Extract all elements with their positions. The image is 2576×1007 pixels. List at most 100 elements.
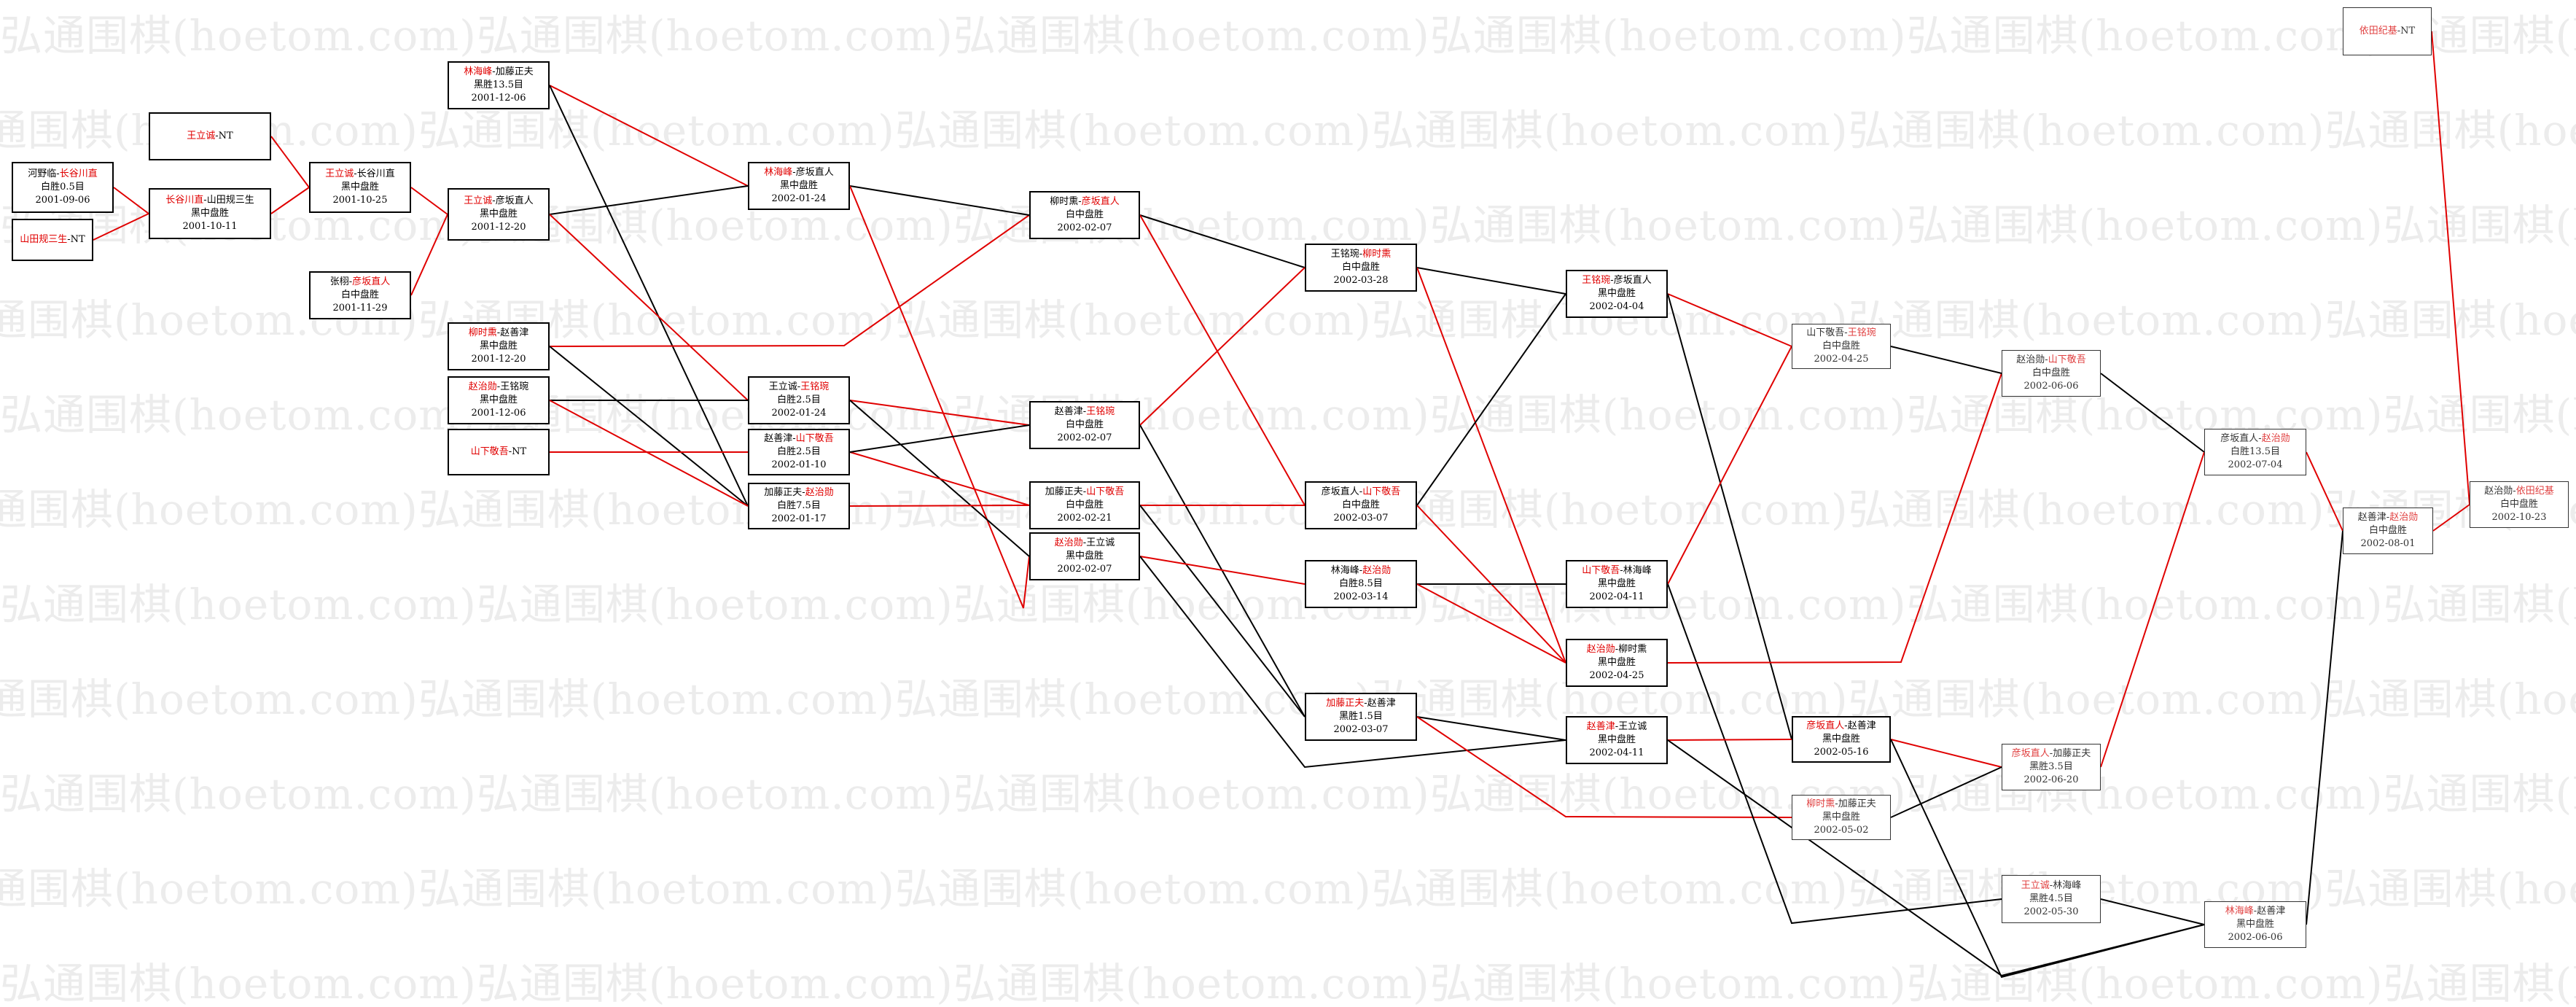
winner-connector-line — [1139, 267, 1305, 426]
match-date: 2002-04-11 — [1590, 591, 1644, 604]
match-text: 2002-04-25 — [1589, 670, 1644, 681]
loser-connector-line — [549, 346, 749, 507]
match-result: 白中盘胜 — [1822, 340, 1860, 353]
match-text: 2002-08-01 — [2360, 538, 2416, 549]
loser-connector-line — [2100, 898, 2205, 925]
winner-connector-line — [2100, 451, 2205, 768]
match-date: 2001-12-06 — [472, 92, 526, 105]
match-text: 赵治勋- — [2016, 354, 2048, 365]
match-text: -加藤正夫 — [1835, 798, 1876, 809]
winner-connector-line — [849, 505, 1030, 507]
match-text: 黑中盘胜 — [479, 341, 518, 351]
winner-connector-line — [849, 451, 1030, 506]
match-result: 黑中盘胜 — [1598, 734, 1636, 747]
match-text: -彦坂直人 — [1610, 275, 1652, 286]
match-node: 柳时熏-赵善津黑中盘胜 2001-12-20 — [448, 322, 550, 370]
winner-connector-line — [1667, 373, 2002, 664]
match-players: 赵善津-山下敬吾 — [764, 432, 833, 446]
match-text: 黑胜13.5目 — [474, 79, 523, 90]
match-date: 2002-01-24 — [772, 407, 827, 420]
loser-connector-line — [2306, 530, 2343, 925]
match-node: 赵治勋-山下敬吾白中盘胜 2002-06-06 — [2002, 350, 2101, 397]
match-result: 白胜8.5目 — [1339, 578, 1383, 591]
match-result: 黑胜4.5目 — [2029, 893, 2073, 906]
match-result: 黑中盘胜 — [1598, 656, 1636, 669]
match-players: 王立诚-彦坂直人 — [464, 195, 533, 208]
match-result: 黑胜1.5目 — [1339, 710, 1383, 723]
winner-name: 赵治勋 — [468, 381, 497, 392]
match-players: 林海峰-赵善津 — [2225, 905, 2285, 918]
match-date: 2002-08-01 — [2361, 537, 2416, 551]
match-text: 河野临- — [28, 168, 60, 179]
winner-name: 山下敬吾 — [1086, 486, 1125, 497]
match-date: 2002-04-25 — [1590, 669, 1644, 683]
match-result: 黑中盘胜 — [191, 207, 229, 220]
winner-name: 王立诚 — [2021, 880, 2050, 891]
match-text: -彦坂直人 — [792, 167, 834, 178]
match-players: 柳时熏-加藤正夫 — [1806, 798, 1876, 811]
match-date: 2002-04-25 — [1814, 353, 1869, 366]
winner-name: 山田规三生 — [20, 234, 68, 245]
match-text: 2002-05-02 — [1814, 825, 1869, 836]
match-date: 2002-02-07 — [1058, 432, 1112, 445]
match-players: 柳时熏-赵善津 — [469, 327, 528, 340]
match-node: 依田纪基-NT — [2343, 7, 2432, 55]
match-text: 2002-04-25 — [1814, 354, 1869, 365]
match-text: 2002-05-30 — [2023, 906, 2079, 917]
loser-connector-line — [849, 424, 1030, 453]
match-date: 2001-10-25 — [333, 194, 388, 207]
match-text: -NT — [215, 131, 233, 141]
match-text: 白中盘胜 — [1341, 262, 1380, 273]
match-text: 山下敬吾- — [1806, 327, 1848, 338]
match-text: 林海峰- — [1330, 565, 1363, 576]
match-result: 黑胜13.5目 — [474, 79, 523, 92]
winner-connector-line — [549, 400, 749, 507]
winner-connector-line — [270, 187, 310, 214]
match-text: -林海峰 — [1620, 565, 1652, 576]
match-text: 2002-07-04 — [2228, 459, 2283, 470]
match-players: 赵善津-王立诚 — [1587, 720, 1647, 734]
watermark-text-row: 弘通围棋(hoetom.com)弘通围棋(hoetom.com)弘通围棋(hoe… — [0, 769, 2576, 819]
match-date: 2002-01-24 — [772, 193, 827, 206]
loser-connector-line — [1416, 293, 1566, 506]
winner-name: 赵善津 — [1586, 721, 1615, 732]
match-date: 2002-05-16 — [1814, 746, 1869, 759]
match-result: 白中盘胜 — [1342, 499, 1380, 512]
loser-connector-line — [1139, 556, 1566, 769]
loser-connector-line — [849, 185, 1030, 216]
watermark-text-row: 弘通围棋(hoetom.com)弘通围棋(hoetom.com)弘通围棋(hoe… — [0, 959, 2576, 1007]
match-text: 2002-03-07 — [1333, 513, 1389, 524]
match-text: -彦坂直人 — [492, 195, 534, 206]
winner-name: 王立诚 — [464, 195, 493, 206]
match-text: 白中盘胜 — [2368, 525, 2407, 536]
winner-name: 彦坂直人 — [2011, 748, 2050, 759]
match-text: -王立诚 — [1082, 537, 1115, 548]
match-players: 王立诚-NT — [187, 130, 233, 143]
match-players: 赵治勋-山下敬吾 — [2016, 354, 2085, 367]
loser-connector-line — [1416, 267, 1566, 295]
match-text: 白胜2.5目 — [777, 446, 821, 457]
match-players: 王立诚-王铭琬 — [769, 381, 829, 394]
winner-connector-line — [93, 213, 149, 241]
match-date: 2002-03-07 — [1334, 512, 1389, 525]
match-text: 2002-02-21 — [1057, 513, 1112, 524]
match-text: 黑中盘胜 — [340, 182, 379, 193]
match-result: 黑中盘胜 — [1598, 287, 1636, 300]
match-text: 白胜2.5目 — [777, 394, 821, 405]
match-text: -赵善津 — [2253, 906, 2286, 917]
match-text: 2002-06-06 — [2023, 381, 2079, 392]
match-text: 白中盘胜 — [2031, 368, 2070, 378]
match-text: 彦坂直人- — [1321, 486, 1363, 497]
match-result: 白中盘胜 — [1342, 261, 1380, 274]
match-players: 王铭琬-柳时熏 — [1331, 248, 1391, 261]
match-date: 2001-12-20 — [472, 353, 526, 366]
watermark-text-row: 弘通围棋(hoetom.com)弘通围棋(hoetom.com)弘通围棋(hoe… — [0, 11, 2576, 61]
